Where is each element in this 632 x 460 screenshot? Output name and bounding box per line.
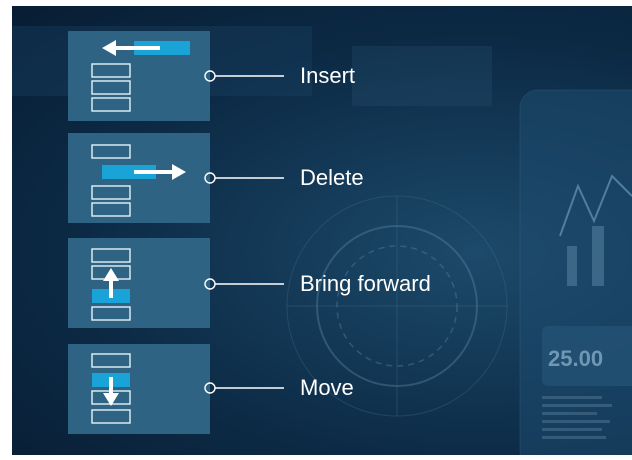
step-insert: Insert xyxy=(12,31,632,121)
background-readout: 25.00 xyxy=(548,346,603,371)
step-bring-forward: Bring forward xyxy=(12,238,632,328)
bring-forward-icon xyxy=(68,238,210,328)
step-move: Move xyxy=(12,344,632,434)
step-label-delete: Delete xyxy=(300,165,364,190)
step-label-move: Move xyxy=(300,375,354,400)
connector-line xyxy=(204,70,284,82)
step-delete: Delete xyxy=(12,133,632,223)
insert-icon xyxy=(68,31,210,121)
step-label-bring-forward: Bring forward xyxy=(300,271,431,296)
connector-line xyxy=(204,172,284,184)
diagram-frame: 25.00 xyxy=(12,6,632,455)
move-icon xyxy=(68,344,210,434)
step-label-insert: Insert xyxy=(300,63,356,88)
delete-icon xyxy=(68,133,210,223)
connector-line xyxy=(204,278,284,290)
connector-line xyxy=(204,382,284,394)
